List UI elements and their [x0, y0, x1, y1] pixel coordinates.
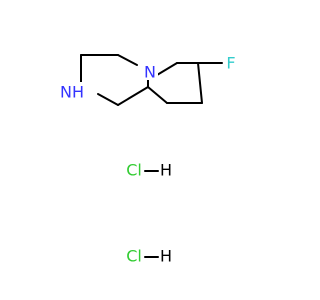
hydrogen-label-1: H: [160, 161, 172, 180]
chlorine-label-1: Cl: [126, 161, 142, 180]
bond-c6-c7: [197, 62, 203, 104]
bond-nh-c1: [97, 93, 119, 106]
chlorine-label-2: Cl: [126, 247, 142, 266]
nh-label: NH: [60, 83, 84, 102]
bond-n-ring-c5: [156, 62, 178, 76]
n-ring-label-background: [142, 64, 158, 80]
chemical-structure-diagram: N NH F Cl H Cl H: [60, 53, 238, 266]
hydrogen-label-2: H: [160, 247, 172, 266]
fluorine-label: F: [226, 54, 235, 73]
nitrogen-label-ring: N: [144, 63, 156, 82]
f-label-background: [224, 55, 238, 72]
bond-c1-c8a: [117, 86, 149, 106]
nh-label-background: [60, 82, 88, 100]
bond-c4-ring: [117, 54, 138, 66]
bond-c8-c8a: [147, 86, 168, 104]
